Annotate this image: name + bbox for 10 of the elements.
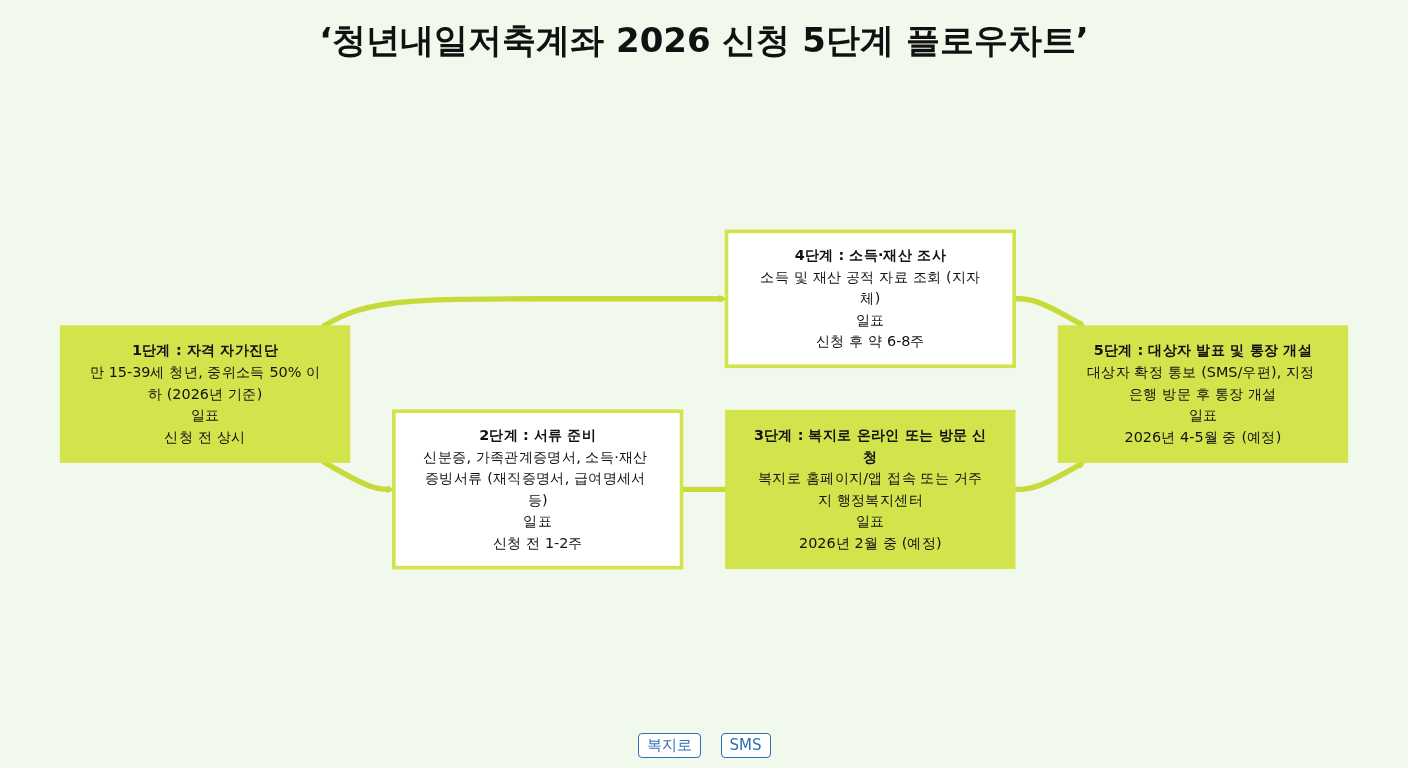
title: ‘청년내일저축계좌 2026 신청 5단계 플로우차트’: [319, 19, 1089, 62]
node-box: 1단계 : 자격 자가진단 만 15-39세 청년, 중위소득 50% 이하 (2026년 기준) 일표 신청 전 상시: [59, 325, 351, 463]
node-box: 4단계 : 소득·재산 조사 소득 및 재산 공적 자료 조회 (지자체) 일표 신청 후 약 6-8주: [724, 229, 1016, 369]
arrow: [1014, 461, 1086, 493]
node-box: 3단계 : 복지로 온라인 또는 방문 신청 복지로 홈페이지/앱 접속 또는 거주지 행정복지센터 일표 2026년 2월 중 (예정): [725, 409, 1016, 569]
node-box: 5단계 : 대상자 발표 및 통장 개설 대상자 확정 통보 (SMS/우편), 지정 은행 방문 후 통장 개설 일표 2026년 4-5월 중 (예정): [1057, 325, 1349, 463]
icon-label: SMS: [720, 733, 771, 758]
icon-label: 복지로: [637, 733, 701, 758]
node-box: 2단계 : 서류 준비 신분증, 가족관계증명서, 소득·재산 증빙서류 (재직증명서, 급여명세서 등) 일표 신청 전 1-2주: [392, 409, 684, 570]
connector: [681, 486, 727, 493]
